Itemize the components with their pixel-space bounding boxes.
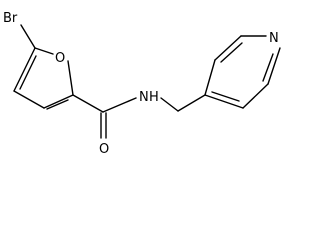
atom-label-pyridine-nitrogen: N (269, 31, 279, 46)
bond-py-n1-c6-inner (262, 53, 274, 82)
bond-py-c4-c3 (204, 59, 216, 96)
bond-py-c3-c2 (214, 35, 242, 61)
bond-br-c5 (20, 24, 36, 49)
bond-py-c5-c4 (204, 94, 244, 109)
atom-label-furan-oxygen: O (55, 51, 65, 66)
bond-c5-o1 (34, 47, 54, 55)
atom-label-carbonyl-oxygen: O (99, 142, 109, 157)
bond-n-ch2 (160, 97, 179, 112)
bond-c4-c5 (13, 47, 36, 92)
bond-py-c5-c4-inner (211, 91, 240, 102)
atom-label-amide-nitrogen: N (139, 90, 149, 105)
chemical-structure-diagram: Br O N H O N (3, 11, 281, 157)
bond-c3-c4 (13, 90, 45, 109)
bond-c2-carbonyl (72, 94, 104, 113)
bond-ch2-pyridine (177, 94, 206, 112)
atom-label-amide-hydrogen: H (149, 90, 159, 105)
bond-c4-c5-inner (19, 55, 37, 90)
atom-label-bromine: Br (3, 11, 18, 26)
bond-py-n1-c6 (267, 47, 281, 85)
bond-py-c3-c2-inner (220, 42, 243, 63)
bond-carbonyl-n (102, 97, 137, 113)
bond-c2-c3-inner (46, 99, 69, 110)
bond-o1-c2 (67, 60, 74, 96)
bond-c2-c3 (43, 94, 74, 109)
pyridine-ring (204, 35, 281, 109)
furan-ring (13, 24, 74, 110)
amide-linker (72, 94, 206, 139)
bond-py-c6-c5 (242, 83, 269, 109)
